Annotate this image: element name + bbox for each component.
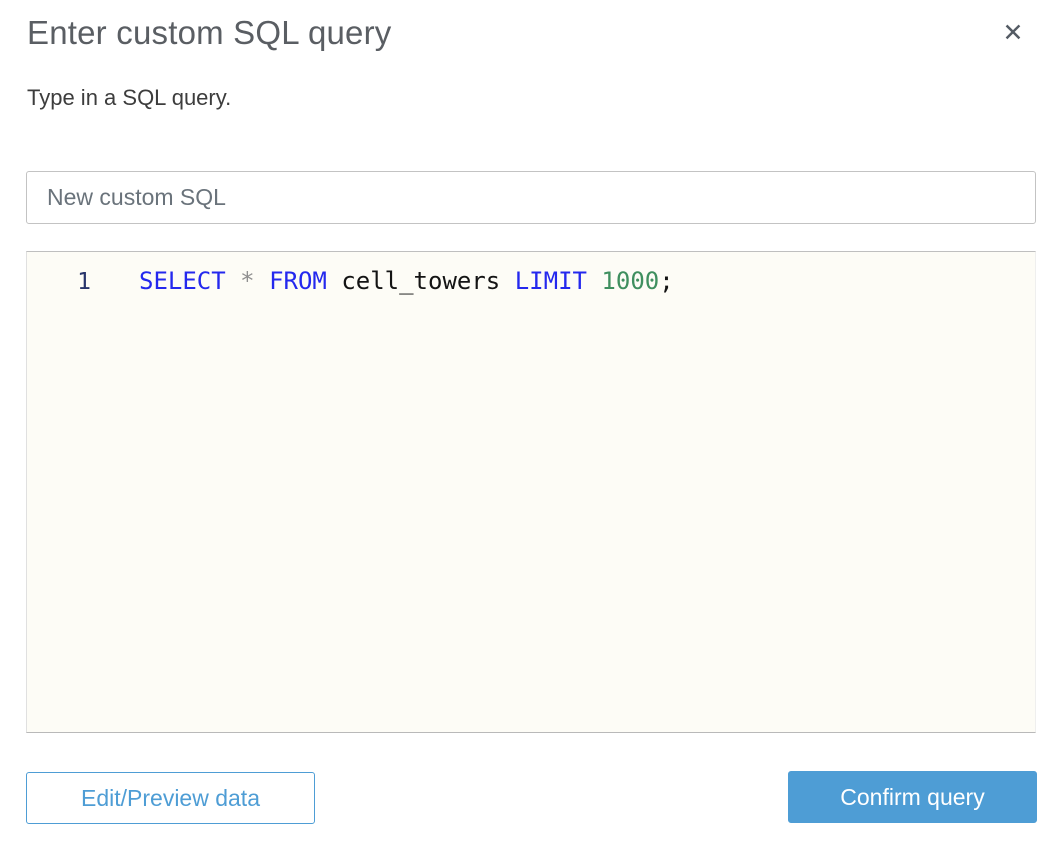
line-number: 1 [77,269,91,295]
dialog-title: Enter custom SQL query [27,14,392,51]
close-icon[interactable]: ✕ [998,18,1028,48]
sql-token-plain [255,267,269,295]
sql-code-editor[interactable]: 1 SELECT * FROM cell_towers LIMIT 1000; [26,251,1036,733]
sql-token-keyword: LIMIT [514,267,587,295]
custom-sql-name-input[interactable] [26,171,1036,224]
sql-token-punctuation: ; [659,267,674,295]
sql-token-keyword: SELECT [139,267,226,295]
sql-token-plain [500,267,514,295]
sql-token-plain [587,267,601,295]
sql-token-keyword: FROM [269,267,327,295]
editor-line: 1 SELECT * FROM cell_towers LIMIT 1000; [27,252,1035,297]
sql-token-operator: * [240,267,255,295]
sql-token-plain [327,267,341,295]
confirm-query-button[interactable]: Confirm query [788,771,1037,823]
sql-token-number: 1000 [601,267,660,295]
sql-token-plain [226,267,240,295]
sql-code-line: SELECT * FROM cell_towers LIMIT 1000; [139,266,674,296]
dialog-subtitle: Type in a SQL query. [27,85,232,110]
sql-token-identifier: cell_towers [341,267,501,295]
edit-preview-data-button[interactable]: Edit/Preview data [26,772,315,824]
